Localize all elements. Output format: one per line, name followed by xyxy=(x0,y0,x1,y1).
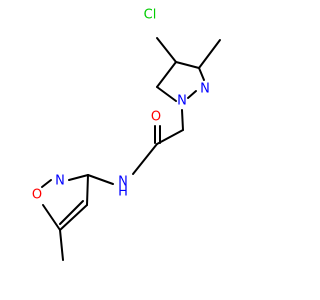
bond-n1-c5 xyxy=(156,86,177,102)
molecule-structure: Cl N N O N H N O xyxy=(32,8,221,261)
bond-c5=c4 xyxy=(156,61,177,88)
isoxazole-oxygen-label: O xyxy=(32,188,42,203)
bond-c4i=c5i-b xyxy=(59,200,84,225)
atom-labels: Cl N N O N H N O xyxy=(32,8,210,203)
amide-nitrogen-label: N xyxy=(118,175,128,190)
bond-c4i=c5i-a xyxy=(59,204,88,231)
bond-c3i=ni-a xyxy=(68,174,89,181)
bond-c5i-o xyxy=(42,204,61,231)
bond-o-n xyxy=(41,179,52,188)
carbonyl-oxygen-label: O xyxy=(151,110,161,125)
bond-n2-n1 xyxy=(187,90,197,99)
bond-c5i-me xyxy=(59,229,64,261)
amide-hydrogen-label: H xyxy=(118,185,128,200)
bond-c-nh xyxy=(132,143,158,175)
bond-c3-me xyxy=(198,39,221,69)
bond-nh-c3i xyxy=(87,174,114,185)
isoxazole-nitrogen-label: N xyxy=(55,174,65,189)
pyrazole-nitrogen-2-label: N xyxy=(200,82,210,97)
bond-c3-n2 xyxy=(198,67,205,81)
bonds xyxy=(41,37,221,261)
bond-c3i-c4i xyxy=(86,174,89,206)
bond-n1-ch2 xyxy=(181,109,184,131)
bond-c4-cl xyxy=(156,37,177,63)
bond-ch2-c=o xyxy=(156,129,184,145)
pyrazole-nitrogen-1-label: N xyxy=(177,94,187,109)
bond-c4=c3 xyxy=(175,61,200,69)
chlorine-atom-label: Cl xyxy=(144,8,157,23)
